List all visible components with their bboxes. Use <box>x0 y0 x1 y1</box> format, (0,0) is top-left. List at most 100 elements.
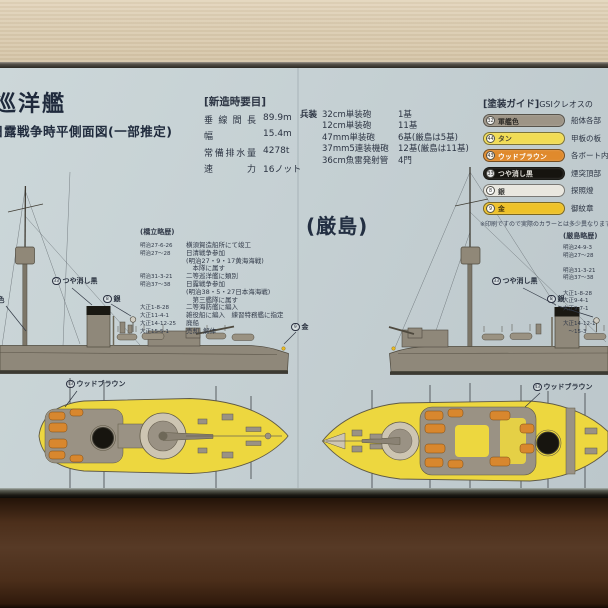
box-bottom-edge <box>0 488 608 498</box>
history-row: 大正15-5-1 売却, 解体 <box>140 325 284 335</box>
paint-usage: 御紋章 <box>571 203 594 213</box>
callout-gold-crest: 9 金 <box>291 322 309 332</box>
paint-guide-row: 33 つや消し黒 煙突頂部 <box>483 166 608 180</box>
paint-guide: [塗装ガイド]GSIクレオスの 32 軍艦色 船体各部 44 タン <box>483 96 608 220</box>
table-surface-bottom <box>0 498 608 608</box>
paint-usage: 煙突頂部 <box>571 168 601 178</box>
paint-guide-row: 44 タン 甲板の板 <box>483 131 608 145</box>
paint-number-badge: 9 <box>486 203 495 213</box>
history-event: 日清戦争参加 <box>186 248 225 257</box>
history-event: 第三艦隊に属す <box>186 295 239 304</box>
paint-swatch-pill: 43 ウッドブラウン <box>483 149 565 163</box>
callout-text: ウッドブラウン <box>543 383 593 391</box>
callout-text: 銀 <box>113 295 121 303</box>
spec-value: 4278t <box>263 145 290 156</box>
history-date: 大正9-7-1 <box>563 305 589 312</box>
history-row: (明治27・9・17黄海海戦) <box>140 255 284 265</box>
history-rows: 明治24-9-3 明治27〜28 明治31-3-21 明治37〜38 大正1-8… <box>563 243 597 335</box>
armament-row: 37mm5連装機砲 12基(厳島は11基) <box>322 142 469 155</box>
armament-row: 12cm単装砲 11基 <box>322 119 469 131</box>
table-surface-top <box>0 0 608 62</box>
spec-rows: 垂線間長 89.9m 幅 15.4m 常備排水量 4278t 速 力 16ノット <box>204 113 301 176</box>
paint-name: タン <box>498 135 512 144</box>
paint-number-badge: 43 <box>486 151 495 161</box>
callout-text: 金 <box>301 323 309 331</box>
callout-text: 銀 <box>557 295 565 303</box>
history-row: 大正1-8-28 二等海防艦に編入 <box>140 301 284 312</box>
history-date: 明治31-3-21 <box>563 267 596 274</box>
paint-usage: 船体各部 <box>571 116 601 125</box>
paint-name: 金 <box>498 205 505 214</box>
paint-name: 軍艦色 <box>498 117 519 126</box>
history-row: 明治27〜28 日清戦争参加 <box>140 247 284 257</box>
history-date: 大正11-4-1 <box>140 313 169 320</box>
page-title: 巡洋艦 <box>0 92 67 117</box>
history-date: 明治27-6-26 <box>140 243 173 249</box>
history-date: 明治37〜38 <box>140 281 171 288</box>
spec-value: 89.9m <box>263 112 292 123</box>
callout-left-hull-color-clipped: 32 軍艦色 <box>0 295 5 305</box>
paint-guide-heading-main: [塗装ガイド] <box>483 99 540 110</box>
paint-number-badge: 44 <box>486 133 495 143</box>
callout-left-flat-black: 33 つや消し黒 <box>52 276 98 286</box>
callout-text: 軍艦色 <box>0 296 5 304</box>
history-event: (明治38・5・27日本海海戦) <box>186 287 271 296</box>
armament-qty: 1基 <box>398 110 412 120</box>
paint-ref-circle: 9 <box>291 322 300 332</box>
paint-ref-circle: 8 <box>103 294 112 304</box>
armament-row: 36cm魚雷発射管 4門 <box>322 154 469 166</box>
history-event: 売却, 解体 <box>186 326 217 335</box>
armament-qty: 12基(厳島は11基) <box>398 144 469 155</box>
callout-text: つや消し黒 <box>502 277 538 285</box>
spec-row: 速 力 16ノット <box>204 162 301 175</box>
page-subtitle: 日露戦争時平側面図(一部推定) <box>0 124 173 139</box>
history-heading: (橋立略歴) <box>140 228 175 236</box>
history-event: 日露戦争参加 <box>186 279 225 288</box>
spec-label: 垂線間長 <box>204 115 256 126</box>
paint-swatch-pill: 8 銀 <box>483 184 565 198</box>
paint-guide-heading: [塗装ガイド]GSIクレオスの <box>483 96 608 110</box>
box-top-edge <box>0 62 608 68</box>
spec-row: 常備排水量 4278t <box>204 146 301 159</box>
armament-row: 47mm単装砲 6基(厳島は5基) <box>322 131 469 143</box>
paint-ref-circle: 33 <box>52 276 61 286</box>
history-date: 〜15-3 <box>563 328 587 335</box>
paint-name: ウッドブラウン <box>498 152 547 161</box>
paint-guide-row: 9 金 御紋章 <box>483 201 608 215</box>
armament-label: 兵装 <box>300 110 318 120</box>
history-row: 明治37〜38 日露戦争参加 <box>140 278 284 288</box>
history-date: 大正1-8-28 <box>140 305 169 312</box>
history-event: 廃船 <box>186 318 199 327</box>
paint-guide-heading-suffix: GSIクレオスの <box>539 100 593 109</box>
hashidate-history: (橋立略歴) 明治27-6-26 横須賀造船所にて竣工 明治27〜28 日清戦争… <box>140 227 284 335</box>
armament-name: 47mm単装砲 <box>322 132 375 143</box>
paint-guide-row: 8 銀 探照燈 <box>483 184 608 198</box>
paint-guide-note: ※印刷ですので実際のカラーとは多少異なります。 <box>480 221 608 228</box>
paint-name: 銀 <box>498 187 505 196</box>
paint-guide-row: 32 軍艦色 船体各部 <box>483 114 608 127</box>
paint-guide-row: 43 ウッドブラウン 各ボート内 <box>483 149 608 163</box>
armament-name: 37mm5連装機砲 <box>322 144 389 155</box>
callout-left-silver: 8 銀 <box>103 294 121 304</box>
history-date: 大正14-12-1 <box>563 320 596 327</box>
history-row: 本隊に属す <box>140 262 284 272</box>
spec-row: 幅 15.4m <box>204 129 301 142</box>
spec-label: 常備排水量 <box>204 148 256 159</box>
history-date: 明治27〜28 <box>563 252 594 259</box>
history-row: 第三艦隊に属す <box>140 294 284 304</box>
history-date <box>563 258 597 266</box>
history-row: 大正14-12-25 廃船 <box>140 317 284 327</box>
history-row: 明治27-6-26 横須賀造船所にて竣工 <box>140 239 284 249</box>
box-fold-line <box>297 68 299 488</box>
history-rows: 明治27-6-26 横須賀造船所にて竣工 明治27〜28 日清戦争参加 (明治2… <box>140 239 284 335</box>
history-date: 明治31-3-21 <box>140 274 173 281</box>
paint-swatch-pill: 9 金 <box>483 201 565 215</box>
callout-right-flat-black: 33 つや消し黒 <box>492 276 538 286</box>
history-date: 大正15-5-1 <box>140 328 169 335</box>
history-row: 明治31-3-21 二等巡洋艦に類別 <box>140 270 284 281</box>
history-date: 明治27〜28 <box>140 250 171 257</box>
history-row: 大正11-4-1 雑役船に編入 練習特務艦に指定 <box>140 309 284 320</box>
paint-name: つや消し黒 <box>498 170 533 179</box>
spec-heading: [新造時要目] <box>204 96 267 108</box>
